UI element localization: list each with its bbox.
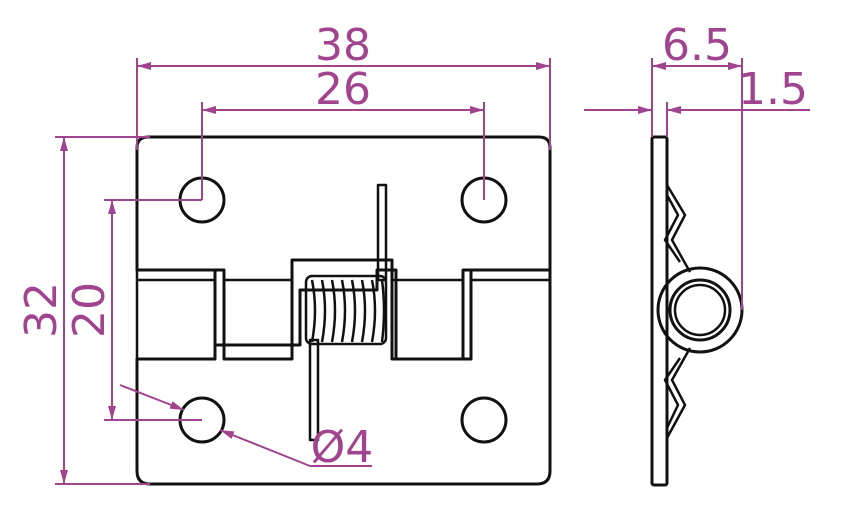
spring-leg-upper — [376, 183, 388, 282]
dim-1-5-label: 1.5 — [738, 64, 808, 115]
dim-26-label: 26 — [315, 64, 371, 115]
spring-leg-lower — [308, 338, 320, 442]
torsion-spring — [304, 274, 388, 346]
mounting-hole-bottom-right — [460, 396, 508, 444]
dim-32-label: 32 — [16, 282, 67, 338]
side-bend-upper — [665, 184, 692, 273]
dim-hole-diameter-label: Ø4 — [311, 422, 374, 473]
dimension-lines — [55, 58, 810, 485]
lower-leaf-outline — [135, 258, 552, 486]
dim-6-5-label: 6.5 — [662, 20, 732, 71]
dia-leader-out — [219, 429, 311, 467]
side-bend-lower — [665, 347, 692, 439]
dim-38-label: 38 — [315, 20, 371, 71]
dim-20-label: 20 — [64, 282, 115, 338]
side-plate — [650, 135, 669, 487]
front-view — [135, 135, 552, 486]
dia-leader-in — [119, 384, 185, 411]
upper-leaf-outline — [135, 135, 552, 361]
side-bend-upper-inner — [663, 194, 682, 263]
side-pin — [673, 283, 727, 337]
side-barrel-inner — [668, 278, 732, 342]
side-view — [650, 135, 744, 487]
side-bend-lower-inner — [663, 357, 682, 429]
